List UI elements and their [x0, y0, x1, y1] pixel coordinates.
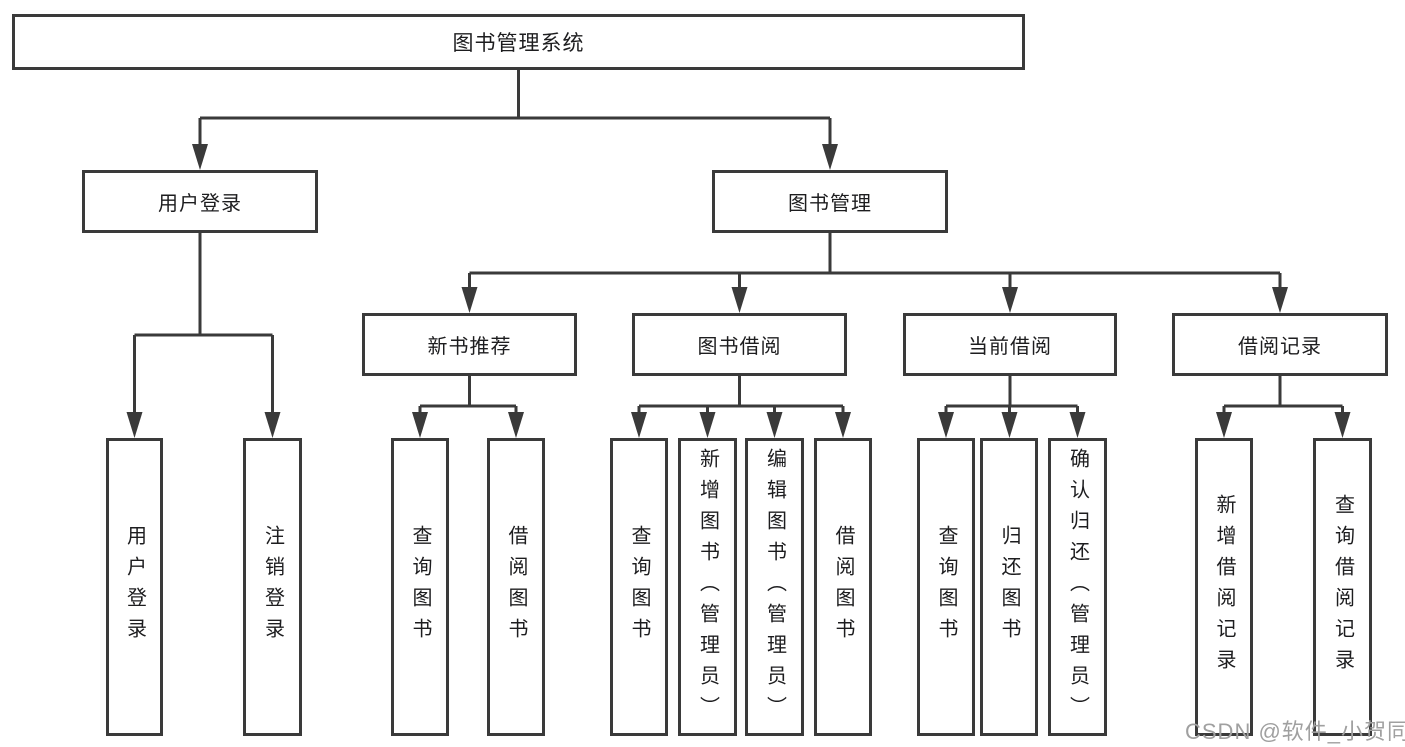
leaf-logout: 注销登录: [243, 438, 302, 736]
node-new-book-recommend: 新书推荐: [362, 313, 577, 376]
node-current-borrow-label: 当前借阅: [968, 336, 1052, 358]
leaf-user-login-label: 用户登录: [123, 525, 146, 649]
connector-user-login-children: [133, 233, 274, 420]
leaf-logout-label: 注销登录: [261, 525, 284, 649]
node-library-system-label: 图书管理系统: [452, 32, 585, 55]
arrowhead: [631, 412, 647, 438]
arrowhead: [731, 287, 748, 313]
arrowhead: [1334, 412, 1351, 438]
node-new-book-recommend-label: 新书推荐: [427, 336, 512, 358]
arrowhead: [1216, 412, 1232, 438]
connector-new-book-children: [418, 376, 518, 420]
arrowhead: [1001, 412, 1018, 438]
arrowhead: [699, 412, 716, 438]
connector-borrow-record-children: [1222, 376, 1344, 420]
leaf-query-book-3-label: 查询图书: [935, 525, 957, 649]
node-user-login-label: 用户登录: [158, 193, 242, 215]
leaf-borrow-book-1: 借阅图书: [487, 438, 545, 736]
arrowhead: [508, 412, 524, 438]
arrowhead: [461, 287, 478, 313]
arrowhead: [126, 412, 143, 438]
leaf-query-book-3: 查询图书: [917, 438, 975, 736]
connector-book-management-children: [468, 233, 1282, 295]
node-user-login: 用户登录: [82, 170, 318, 233]
leaf-return-book-label: 归还图书: [998, 525, 1020, 649]
leaf-query-borrow-record-label: 查询借阅记录: [1331, 494, 1354, 680]
leaf-query-book-2: 查询图书: [610, 438, 668, 736]
leaf-confirm-return-admin-label: 确认归还（管理员）: [1066, 447, 1089, 727]
node-current-borrow: 当前借阅: [903, 313, 1117, 376]
leaf-add-book-admin-label: 新增图书（管理员）: [696, 447, 719, 727]
leaf-add-book-admin: 新增图书（管理员）: [678, 438, 737, 736]
leaf-borrow-book-2: 借阅图书: [814, 438, 872, 736]
node-book-borrow: 图书借阅: [632, 313, 847, 376]
leaf-add-borrow-record: 新增借阅记录: [1195, 438, 1253, 736]
leaf-confirm-return-admin: 确认归还（管理员）: [1048, 438, 1107, 736]
connector-book-borrow-children: [637, 376, 845, 420]
arrowhead: [835, 412, 851, 438]
arrowhead: [1069, 412, 1086, 438]
arrowhead: [1002, 287, 1018, 313]
csdn-watermark: CSDN @软件_小贺同学: [1185, 719, 1405, 744]
node-borrow-record: 借阅记录: [1172, 313, 1388, 376]
arrowhead: [264, 412, 281, 438]
node-borrow-record-label: 借阅记录: [1238, 336, 1322, 358]
node-book-management-label: 图书管理: [788, 193, 872, 215]
arrowhead: [938, 412, 954, 438]
arrowhead: [412, 412, 428, 438]
arrowhead: [822, 144, 838, 170]
leaf-query-borrow-record: 查询借阅记录: [1313, 438, 1372, 736]
node-library-system: 图书管理系统: [12, 14, 1025, 70]
node-book-management: 图书管理: [712, 170, 948, 233]
leaf-borrow-book-2-label: 借阅图书: [832, 525, 854, 649]
arrowhead: [1272, 287, 1288, 313]
leaf-add-borrow-record-label: 新增借阅记录: [1213, 494, 1235, 680]
leaf-query-book-1: 查询图书: [391, 438, 449, 736]
connector-root-to-level2: [198, 70, 832, 152]
leaf-user-login: 用户登录: [106, 438, 163, 736]
node-book-borrow-label: 图书借阅: [697, 336, 782, 358]
leaf-query-book-1-label: 查询图书: [409, 525, 431, 649]
leaf-borrow-book-1-label: 借阅图书: [505, 525, 527, 649]
arrowhead: [192, 144, 208, 170]
leaf-query-book-2-label: 查询图书: [628, 525, 650, 649]
leaf-edit-book-admin: 编辑图书（管理员）: [745, 438, 804, 736]
leaf-edit-book-admin-label: 编辑图书（管理员）: [763, 447, 786, 727]
arrowhead: [766, 412, 783, 438]
leaf-return-book: 归还图书: [980, 438, 1038, 736]
